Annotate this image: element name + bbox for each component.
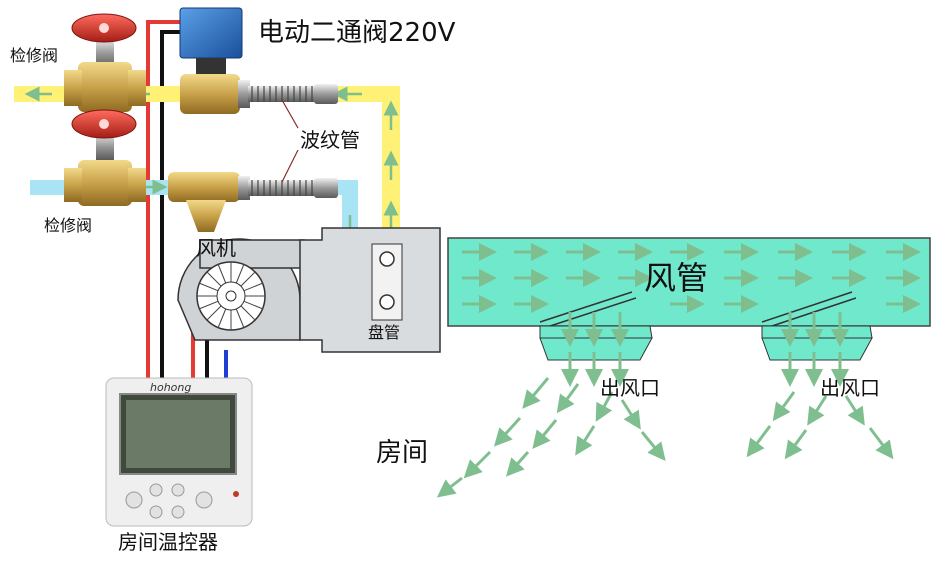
fan-label: 风机 <box>196 236 236 260</box>
black-wire-valve <box>160 30 185 385</box>
control-wiring <box>146 20 228 385</box>
thermostat-brand: hohong <box>150 381 192 394</box>
service-valve-bottom <box>64 109 146 206</box>
thermostat-label: 房间温控器 <box>118 530 218 554</box>
outflow-arrows <box>436 312 894 498</box>
fan-unit <box>177 238 305 341</box>
actuator-valve-label: 电动二通阀220V <box>258 18 456 48</box>
bellows-leader-lines <box>281 99 299 183</box>
air-duct <box>447 237 931 327</box>
y-strainer <box>168 172 250 232</box>
outlet-right-label: 出风口 <box>820 376 880 400</box>
bellows-label: 波纹管 <box>300 128 360 152</box>
bellows-hose-bottom <box>248 178 338 198</box>
electric-two-way-valve <box>179 7 250 114</box>
coil-label: 盘管 <box>368 323 401 342</box>
coil-box <box>299 227 441 353</box>
red-wire-valve <box>146 20 185 385</box>
room-label: 房间 <box>376 438 429 468</box>
duct-label: 风管 <box>644 259 709 297</box>
service-valve-bottom-label: 检修阀 <box>44 216 93 235</box>
bellows-hose-top <box>248 84 338 104</box>
service-valve-top-label: 检修阀 <box>10 46 59 65</box>
outlet-left-label: 出风口 <box>600 376 660 400</box>
service-valve-top <box>64 13 146 112</box>
room-thermostat <box>105 377 253 527</box>
